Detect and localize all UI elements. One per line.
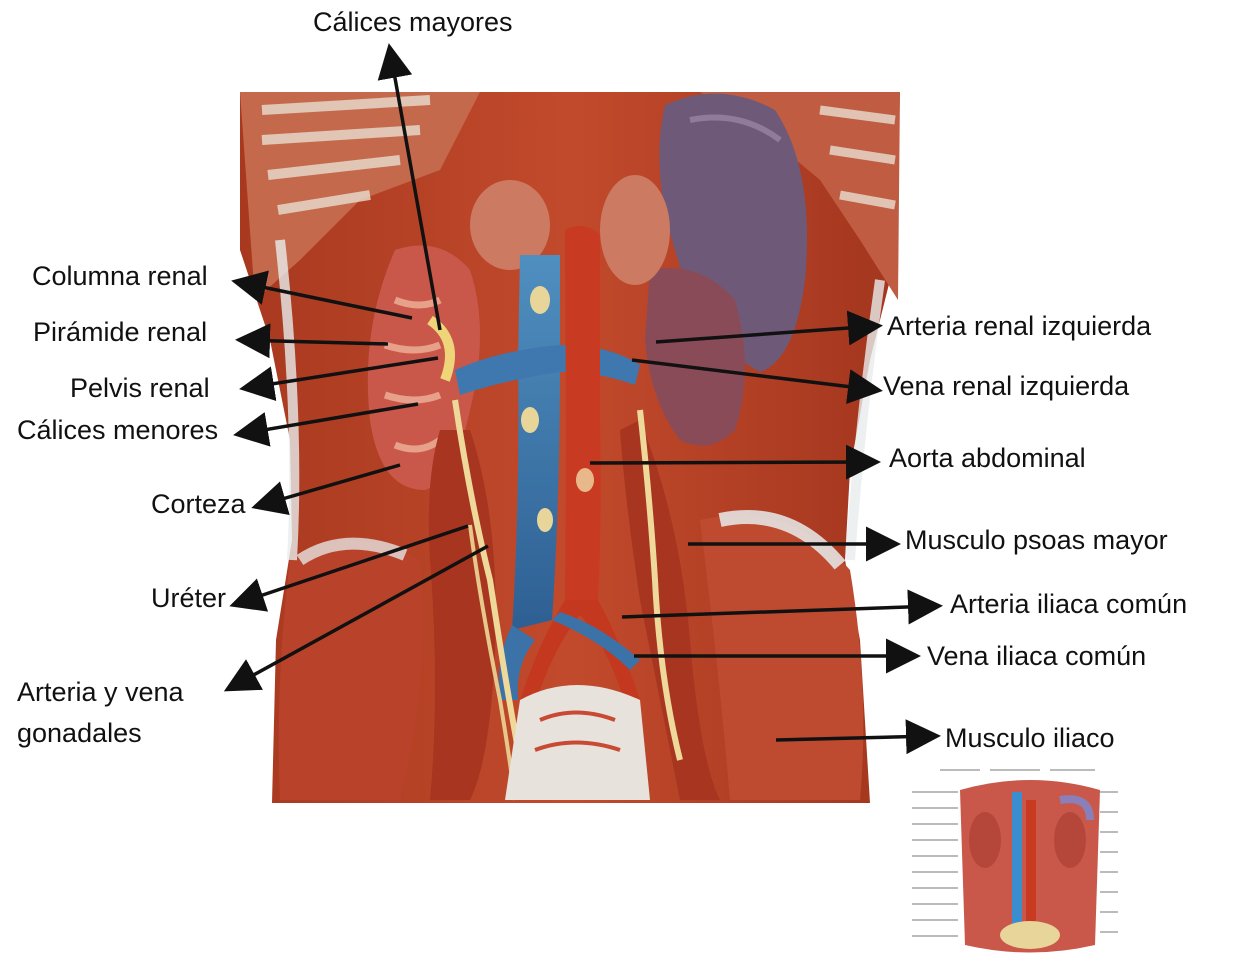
abdominal-aorta xyxy=(565,226,601,600)
label-vena-renal-izquierda: Vena renal izquierda xyxy=(883,370,1129,404)
label-pelvis-renal: Pelvis renal xyxy=(70,372,210,406)
label-vena-iliaca-comun: Vena iliaca común xyxy=(927,640,1146,674)
label-musculo-iliaco: Musculo iliaco xyxy=(945,722,1115,756)
label-musculo-psoas-mayor: Musculo psoas mayor xyxy=(905,524,1168,558)
label-arteria-vena-gonadales: Arteria y vena gonadales xyxy=(17,672,237,753)
reference-thumbnail xyxy=(905,762,1120,962)
label-arteria-renal-izquierda: Arteria renal izquierda xyxy=(887,310,1151,344)
label-arteria-iliaca-comun: Arteria iliaca común xyxy=(950,588,1187,622)
iliacus-left xyxy=(279,540,423,800)
label-calices-mayores: Cálices mayores xyxy=(313,6,513,40)
abdomen-photo xyxy=(240,92,900,803)
label-piramide-renal: Pirámide renal xyxy=(33,316,207,350)
label-corteza: Corteza xyxy=(151,488,246,522)
label-aorta-abdominal: Aorta abdominal xyxy=(889,442,1086,476)
label-columna-renal: Columna renal xyxy=(32,260,208,294)
label-calices-menores: Cálices menores xyxy=(17,414,218,448)
label-ureter: Uréter xyxy=(151,582,226,616)
arrow-aorta xyxy=(590,462,874,463)
